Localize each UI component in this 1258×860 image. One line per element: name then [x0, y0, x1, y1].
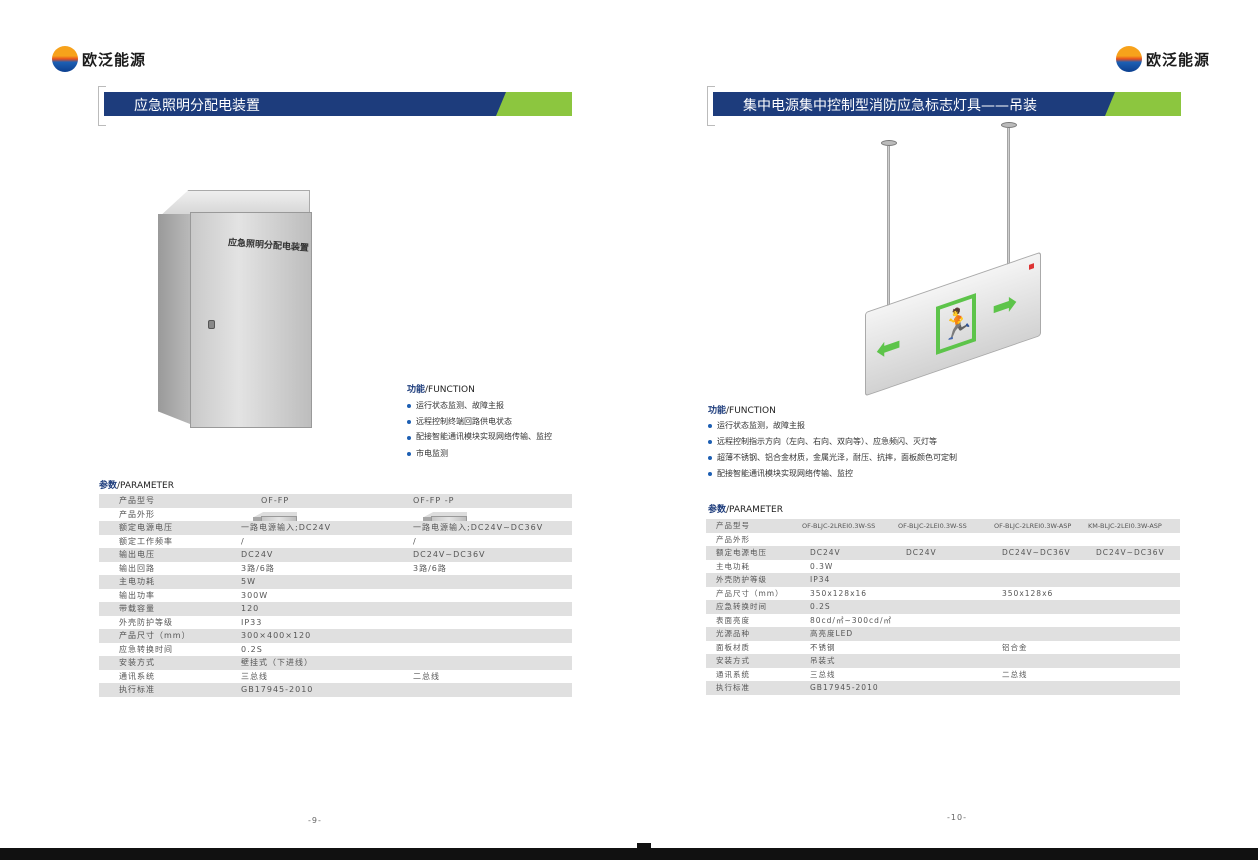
distribution-cabinet-image: 应急照明分配电装置	[158, 190, 318, 430]
spine-marker	[637, 843, 651, 849]
table-row: 额定工作频率//	[119, 536, 417, 546]
page-number: -9-	[308, 816, 322, 825]
parameter-heading: 参数/PARAMETER	[99, 481, 174, 491]
lock-icon	[208, 320, 215, 329]
hanging-exit-sign-image: ⬅ 🏃 ➡	[859, 118, 1059, 418]
table-row: 产品外形 ⬅▣ ⬅▣ ⬅▣➡ ⬅▣	[706, 533, 1180, 547]
table-row: 通讯系统三总线二总线	[716, 669, 1028, 679]
function-item: 远程控制指示方向（左向、右向、双向等）、应急频闪、灭灯等	[708, 434, 1178, 450]
table-row: 产品尺寸（mm）300×400×120	[99, 629, 572, 643]
function-item: 远程控制终端回路供电状态	[407, 414, 572, 430]
table-row: 产品型号 OF-BLJC-2LREⅠ0.3W-SS OF-BLJC-2LEⅠ0.…	[706, 519, 1180, 533]
brand-logo: 欧泛能源	[52, 46, 146, 72]
section-title-bar: 应急照明分配电装置	[104, 92, 572, 116]
page-bottom-edge	[0, 848, 1258, 860]
right-page: 欧泛能源 集中电源集中控制型消防应急标志灯具——吊装 ⬅ 🏃 ➡ 功能/FUNC…	[629, 0, 1258, 860]
function-item: 运行状态监测、故障主报	[407, 398, 572, 414]
brand-logo: 欧泛能源	[1116, 46, 1210, 72]
section-title: 应急照明分配电装置	[134, 98, 260, 114]
status-led-icon	[1029, 263, 1034, 270]
table-row: 光源品种高亮度LED	[706, 627, 1180, 641]
table-row: 安装方式吊装式	[706, 654, 1180, 668]
exit-sign-panel: ⬅ 🏃 ➡	[865, 251, 1041, 397]
brand-name: 欧泛能源	[82, 50, 147, 69]
title-bracket	[707, 86, 715, 126]
running-man-icon: 🏃	[936, 293, 976, 355]
parameter-table: 产品型号 OF-BLJC-2LREⅠ0.3W-SS OF-BLJC-2LEⅠ0.…	[706, 519, 1180, 695]
function-item: 市电监测	[407, 446, 572, 462]
arrow-right-icon: ➡	[992, 283, 1018, 328]
function-item: 配接智能通讯模块实现网络传输、监控	[407, 430, 572, 446]
arrow-left-icon: ⬅	[876, 325, 902, 370]
section-title: 集中电源集中控制型消防应急标志灯具——吊装	[743, 98, 1037, 114]
function-heading: 功能/FUNCTION	[708, 406, 776, 416]
function-list: 运行状态监测、故障主报 远程控制终端回路供电状态 配接智能通讯模块实现网络传输、…	[407, 398, 572, 462]
cabinet-thumbnail	[253, 511, 297, 521]
table-row: 面板材质不锈钢铝合金	[716, 642, 1028, 652]
function-list: 运行状态监测，故障主报 远程控制指示方向（左向、右向、双向等）、应急频闪、灭灯等…	[708, 418, 1178, 482]
table-row: 通讯系统三总线二总线	[119, 671, 440, 681]
brand-name: 欧泛能源	[1146, 50, 1211, 69]
parameter-heading: 参数/PARAMETER	[708, 505, 783, 515]
globe-logo-icon	[52, 46, 78, 72]
globe-logo-icon	[1116, 46, 1142, 72]
function-heading: 功能/FUNCTION	[407, 385, 475, 395]
table-row: 产品外形	[99, 508, 572, 521]
function-item: 运行状态监测，故障主报	[708, 418, 1178, 434]
function-item: 配接智能通讯模块实现网络传输、监控	[708, 466, 1178, 482]
table-row: 安装方式壁挂式（下进线）	[99, 656, 572, 670]
left-page: 欧泛能源 应急照明分配电装置 应急照明分配电装置 功能/FUNCTION 运行状…	[52, 46, 572, 825]
cabinet-thumbnail	[423, 511, 467, 521]
function-item: 超薄不锈钢、铝合金材质，金属光泽，耐压、抗摔，面板颜色可定制	[708, 450, 1178, 466]
section-title-bar: 集中电源集中控制型消防应急标志灯具——吊装	[713, 92, 1181, 116]
page-number: -10-	[947, 813, 967, 822]
title-bracket	[98, 86, 106, 126]
